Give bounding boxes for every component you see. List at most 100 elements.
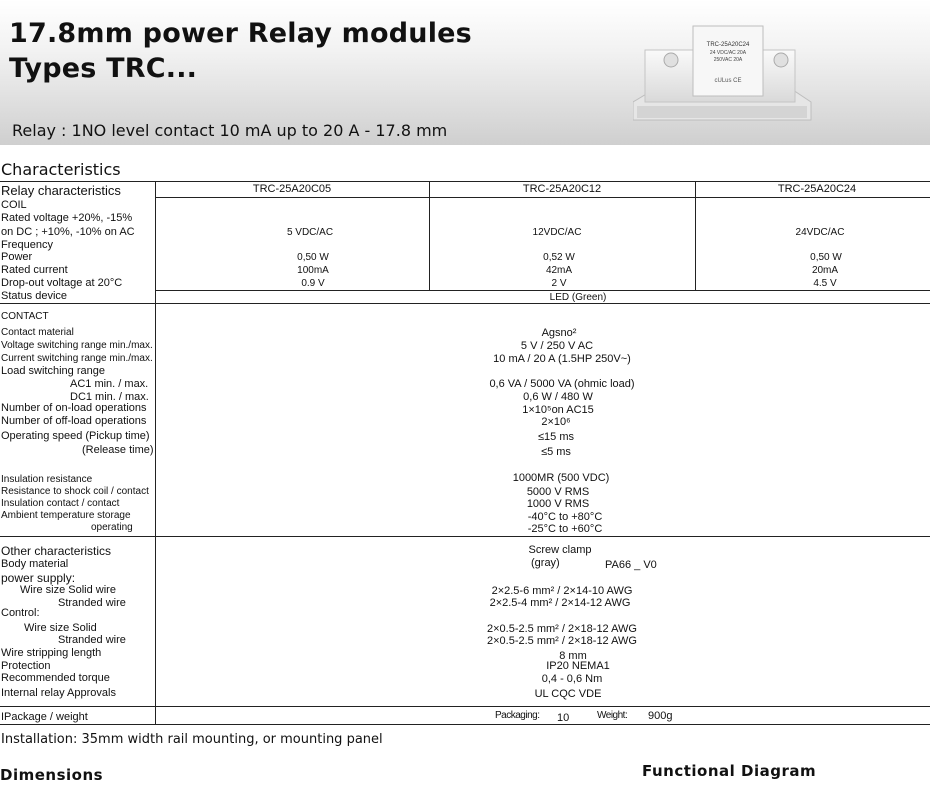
on-load-label: Number of on-load operations: [1, 402, 147, 414]
table-bottom-border: [0, 724, 930, 725]
coil-section-border: [0, 303, 930, 304]
rated-current-value-3: 20mA: [811, 265, 839, 276]
power-label: Power: [1, 251, 33, 263]
ambient-temperature-label: Ambient temperature storage: [1, 510, 131, 521]
table-header-border: [155, 197, 930, 198]
power-value-2: 0,52 W: [543, 252, 575, 263]
other-characteristics-heading: Other characteristics: [1, 544, 112, 558]
wire-solid-label: Wire size Solid wire: [20, 584, 116, 596]
on-load-value: 1×10⁵on AC15: [522, 404, 594, 416]
relay-characteristics-label: Relay characteristics: [1, 183, 121, 198]
approvals-value: UL CQC VDE: [534, 688, 602, 700]
torque-value: 0,4 - 0,6 Nm: [541, 673, 603, 685]
installation-note: Installation: 35mm width rail mounting, …: [1, 732, 383, 747]
body-material-value-a: (gray): [531, 557, 560, 569]
ambient-storage-value: -40°C to +80°C: [527, 511, 603, 523]
control-solid-value: 2×0.5-2.5 mm² / 2×18-12 AWG: [487, 623, 637, 635]
package-weight-label: IPackage / weight: [1, 711, 88, 723]
insulation-contact-value: 1000 V RMS: [526, 498, 590, 510]
packaging-value: 10: [557, 712, 570, 724]
weight-label: Weight:: [597, 710, 628, 721]
model-1-header: TRC-25A20C05: [252, 183, 332, 195]
model-3-header: TRC-25A20C24: [777, 183, 857, 195]
contact-section-border: [0, 536, 930, 537]
ambient-operating-label: operating: [91, 522, 133, 533]
rated-current-value-1: 100mA: [297, 265, 329, 276]
power-supply-label: power supply:: [1, 571, 76, 585]
rated-current-value-2: 42mA: [545, 265, 573, 276]
relay-label-line2: 24 VDC/AC 20A: [710, 50, 747, 56]
dimensions-heading: Dimensions: [0, 766, 104, 784]
stripping-length-value: 8 mm: [559, 650, 587, 662]
dc1-label: DC1 min. / max.: [70, 391, 149, 403]
control-solid-label: Wire size Solid: [24, 622, 97, 634]
page-title-line2: Types TRC...: [9, 53, 198, 84]
approvals-label: Internal relay Approvals: [1, 687, 116, 699]
control-stranded-label: Stranded wire: [58, 634, 126, 646]
dropout-label: Drop-out voltage at 20°C: [1, 277, 123, 289]
rated-voltage-value-3: 24VDC/AC: [795, 227, 845, 238]
column-divider-1: [429, 181, 430, 291]
other-section-border: [0, 706, 930, 707]
page-title-line1: 17.8mm power Relay modules: [9, 18, 472, 49]
ac1-value: 0,6 VA / 5000 VA (ohmic load): [489, 378, 635, 390]
contact-material-label: Contact material: [1, 327, 74, 338]
body-material-label: Body material: [1, 558, 69, 570]
relay-module-image: TRC-25A20C24 24 VDC/AC 20A 250VAC 20A cU…: [633, 25, 812, 121]
rated-voltage-label-2: on DC ; +10%, -10% on AC: [1, 226, 135, 238]
stripping-length-label: Wire stripping length: [1, 647, 102, 659]
insulation-contact-label: Insulation contact / contact: [1, 498, 120, 509]
insulation-resistance-value: 1000MR (500 VDC): [512, 472, 610, 484]
ambient-operating-value: -25°C to +60°C: [527, 523, 603, 535]
functional-diagram-heading: Functional Diagram: [642, 762, 817, 780]
power-value-3: 0,50 W: [810, 252, 842, 263]
rated-voltage-value-1: 5 VDC/AC: [286, 227, 334, 238]
column-divider-2: [695, 181, 696, 291]
rated-voltage-value-2: 12VDC/AC: [532, 227, 582, 238]
voltage-range-label: Voltage switching range min./max.: [1, 340, 153, 351]
current-range-label: Current switching range min./max.: [1, 353, 153, 364]
operating-speed-label: Operating speed (Pickup time): [1, 430, 150, 442]
protection-label: Protection: [1, 660, 51, 672]
rated-voltage-label-1: Rated voltage +20%, -15%: [1, 212, 133, 224]
dropout-value-2: 2 V: [551, 278, 567, 289]
operating-speed-value: ≤15 ms: [538, 431, 574, 443]
dropout-value-1: 0.9 V: [301, 278, 325, 289]
contact-heading: CONTACT: [1, 311, 49, 322]
release-time-label: (Release time): [82, 444, 154, 456]
frequency-label: Frequency: [1, 239, 53, 251]
off-load-value: 2×10⁶: [541, 416, 571, 428]
load-range-label: Load switching range: [1, 365, 105, 377]
table-top-border: [0, 181, 930, 182]
stranded-wire-label: Stranded wire: [58, 597, 126, 609]
current-range-value: 10 mA / 20 A (1.5HP 250V~): [493, 353, 631, 365]
coil-heading: COIL: [1, 199, 27, 211]
off-load-label: Number of off-load operations: [1, 415, 147, 427]
torque-label: Recommended torque: [1, 672, 110, 684]
stranded-wire-value: 2×2.5-4 mm² / 2×14-12 AWG: [489, 597, 631, 609]
status-device-label: Status device: [1, 290, 68, 302]
model-2-header: TRC-25A20C12: [522, 183, 602, 195]
status-device-value: LED (Green): [549, 292, 607, 303]
weight-value: 900g: [648, 710, 673, 722]
control-label: Control:: [1, 607, 40, 619]
power-value-1: 0,50 W: [297, 252, 329, 263]
shock-resistance-label: Resistance to shock coil / contact: [1, 486, 149, 497]
relay-label-line3: 250VAC 20A: [714, 57, 743, 63]
control-stranded-value: 2×0.5-2.5 mm² / 2×18-12 AWG: [487, 635, 637, 647]
rated-current-label: Rated current: [1, 264, 68, 276]
dc1-value: 0,6 W / 480 W: [523, 391, 593, 403]
voltage-range-value: 5 V / 250 V AC: [520, 340, 594, 352]
page-subtitle: Relay : 1NO level contact 10 mA up to 20…: [12, 121, 448, 140]
wire-solid-value: 2×2.5-6 mm² / 2×14-10 AWG: [491, 585, 633, 597]
relay-label-line1: TRC-25A20C24: [707, 42, 750, 48]
shock-resistance-value: 5000 V RMS: [526, 486, 590, 498]
coil-values-border: [155, 290, 930, 291]
contact-material-value: Agsno²: [541, 327, 577, 339]
protection-value: IP20 NEMA1: [546, 660, 610, 672]
screw-clamp-value: Screw clamp: [528, 544, 592, 556]
body-material-value-b: PA66 _ V0: [605, 559, 657, 571]
dropout-value-3: 4.5 V: [813, 278, 837, 289]
label-column-border: [155, 181, 156, 724]
release-time-value: ≤5 ms: [541, 446, 571, 458]
